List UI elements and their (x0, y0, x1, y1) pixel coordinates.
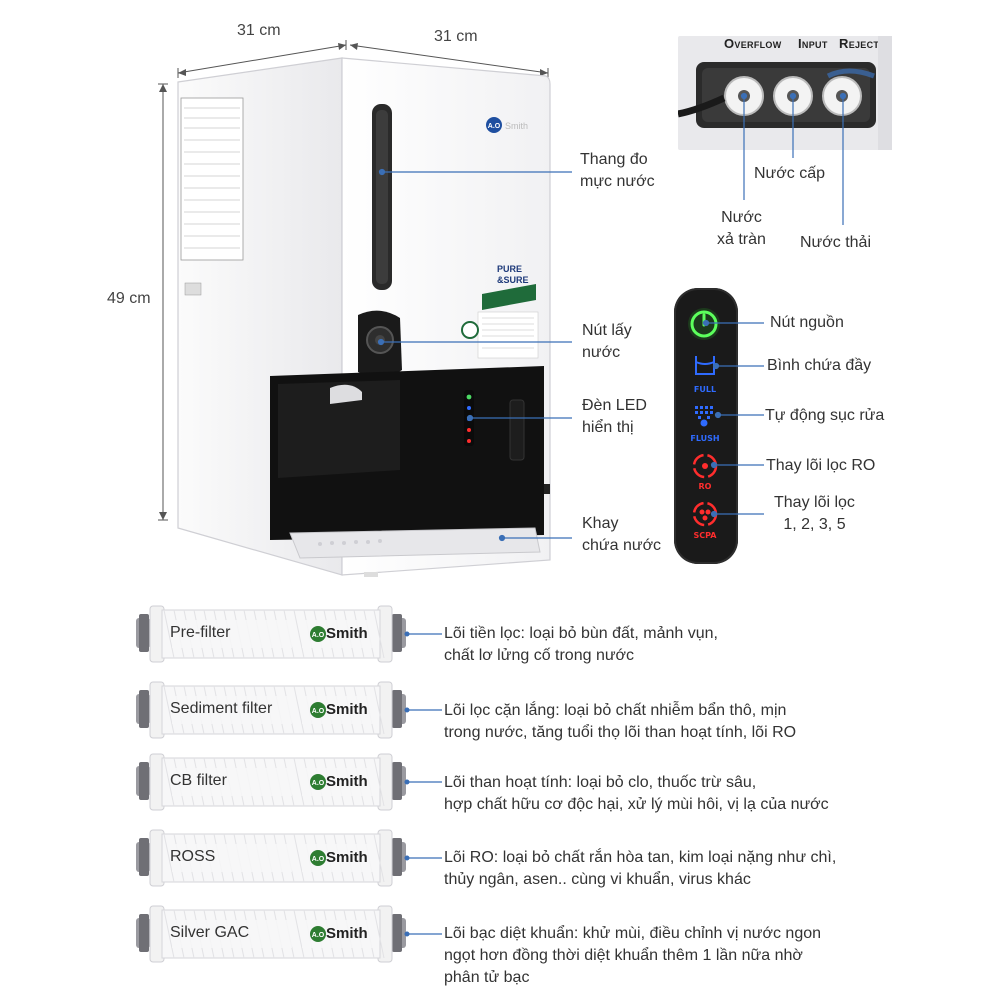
water-tray-label: Khay chứa nước (582, 513, 661, 557)
port-header-input: Input (798, 36, 828, 51)
filter-description-line: phân tử bạc (444, 969, 530, 986)
water-tray-label-line1: Khay (582, 515, 619, 532)
dispense-button-label: Nút lấy nước (582, 320, 632, 364)
filter-cartridge: A.O (136, 753, 406, 811)
dispense-button-label-line1: Nút lấy (582, 322, 632, 339)
filter-cartridge-name: CB filter (170, 772, 227, 789)
power-button-label: Nút nguồn (770, 314, 844, 331)
brand-badge-line1: PURE (497, 264, 522, 274)
port-callout-lines (740, 92, 847, 225)
reject-water-label: Nước thải (800, 234, 871, 251)
port-header-reject: Reject (839, 36, 880, 51)
filter-description-line: Lõi RO: loại bỏ chất rắn hòa tan, kim lo… (444, 849, 837, 866)
water-gauge-label: Thang đo mực nước (580, 149, 655, 193)
filter-description: Lõi than hoạt tính: loại bỏ clo, thuốc t… (444, 772, 829, 816)
filter-brand-logo: Smith (326, 849, 368, 866)
filter-description-line: thủy ngân, asen.. cùng vi khuẩn, virus k… (444, 871, 751, 888)
input-water-label: Nước cấp (754, 165, 825, 182)
flush-code: FLUSH (690, 434, 719, 443)
led-display-label-line1: Đèn LED (582, 397, 647, 414)
svg-text:A.O: A.O (488, 123, 501, 130)
overflow-water-label: Nước xả tràn (717, 207, 766, 251)
filter-cartridge-name: Silver GAC (170, 924, 250, 941)
filter-description-line: Lõi tiền lọc: loại bỏ bùn đất, mảnh vụn, (444, 625, 718, 642)
svg-text:A.O: A.O (312, 708, 325, 715)
filter-description: Lõi lọc cặn lắng: loại bỏ chất nhiễm bẩn… (444, 700, 796, 744)
filter-callout-line (404, 779, 442, 785)
filter-brand-logo: Smith (326, 625, 368, 642)
scpa-code: SCPA (694, 531, 718, 540)
filter-description-line: Lõi bạc diệt khuẩn: khử mùi, điều chỉnh … (444, 925, 822, 942)
replace-filters-label: Thay lõi lọc 1, 2, 3, 5 (774, 492, 855, 536)
filter-cartridge-name: ROSS (170, 848, 216, 865)
width-dimension-left: 31 cm (237, 22, 281, 39)
filter-description-line: Lõi lọc cặn lắng: loại bỏ chất nhiễm bẩn… (444, 702, 787, 719)
led-display-label: Đèn LED hiển thị (582, 395, 647, 439)
water-purifier-illustration: A.O Smith PURE &SURE (177, 57, 551, 577)
height-dimension: 49 cm (107, 290, 151, 307)
filter-callout-line (404, 855, 442, 861)
auto-flush-label: Tự động sục rửa (765, 407, 885, 424)
control-panel-callout-lines (702, 319, 764, 518)
tank-full-label: Bình chứa đầy (767, 357, 872, 374)
filter-cartridge: A.O (136, 605, 406, 663)
replace-ro-label: Thay lõi lọc RO (766, 457, 876, 474)
replace-filters-label-line1: Thay lõi lọc (774, 494, 855, 511)
svg-text:A.O: A.O (312, 856, 325, 863)
filter-description-line: ngọt hơn đồng thời diệt khuẩn thêm 1 lần… (444, 947, 803, 964)
filter-description-line: trong nước, tăng tuổi thọ lõi than hoạt … (444, 724, 797, 741)
svg-text:A.O: A.O (312, 932, 325, 939)
water-gauge-label-line1: Thang đo (580, 151, 648, 168)
filter-brand-logo: Smith (326, 773, 368, 790)
tank-full-code: FULL (694, 385, 716, 394)
dimension-lines (158, 40, 549, 521)
filter-description-line: chất lơ lửng cố trong nước (444, 647, 635, 664)
filter-callout-line (404, 631, 442, 637)
filter-description-line: Lõi than hoạt tính: loại bỏ clo, thuốc t… (444, 774, 757, 791)
ro-code: RO (699, 482, 712, 491)
overflow-water-label-line2: xả tràn (717, 231, 766, 248)
filter-cartridge: A.O (136, 905, 406, 963)
dispense-button-label-line2: nước (582, 344, 621, 361)
filter-brand-logo: Smith (326, 701, 368, 718)
filter-callout-line (404, 931, 442, 937)
water-tray-label-line2: chứa nước (582, 537, 662, 554)
filter-cartridge: A.O (136, 681, 406, 739)
filter-cartridge-name: Sediment filter (170, 700, 273, 717)
svg-text:A.O: A.O (312, 780, 325, 787)
port-header-overflow: Overflow (724, 36, 782, 51)
filter-brand-logo: Smith (326, 925, 368, 942)
filter-cartridge-name: Pre-filter (170, 624, 231, 641)
water-gauge-label-line2: mực nước (580, 173, 655, 190)
filter-description: Lõi tiền lọc: loại bỏ bùn đất, mảnh vụn,… (444, 623, 718, 667)
flush-icon: FLUSH (690, 406, 720, 443)
filter-description: Lõi RO: loại bỏ chất rắn hòa tan, kim lo… (444, 847, 836, 891)
filter-cartridge: A.O (136, 829, 406, 887)
filter-description-line: hợp chất hữu cơ độc hại, xử lý mùi hôi, … (444, 796, 829, 813)
width-dimension-right: 31 cm (434, 28, 478, 45)
filter-description: Lõi bạc diệt khuẩn: khử mùi, điều chỉnh … (444, 923, 821, 989)
svg-text:Smith: Smith (505, 121, 528, 131)
product-callout-lines (377, 168, 572, 542)
brand-badge-line2: &SURE (497, 275, 529, 285)
overflow-water-label-line1: Nước (721, 209, 762, 226)
filter-callout-line (404, 707, 442, 713)
replace-filters-label-line2: 1, 2, 3, 5 (783, 516, 846, 533)
led-display-label-line2: hiển thị (582, 419, 634, 436)
svg-text:A.O: A.O (312, 632, 325, 639)
